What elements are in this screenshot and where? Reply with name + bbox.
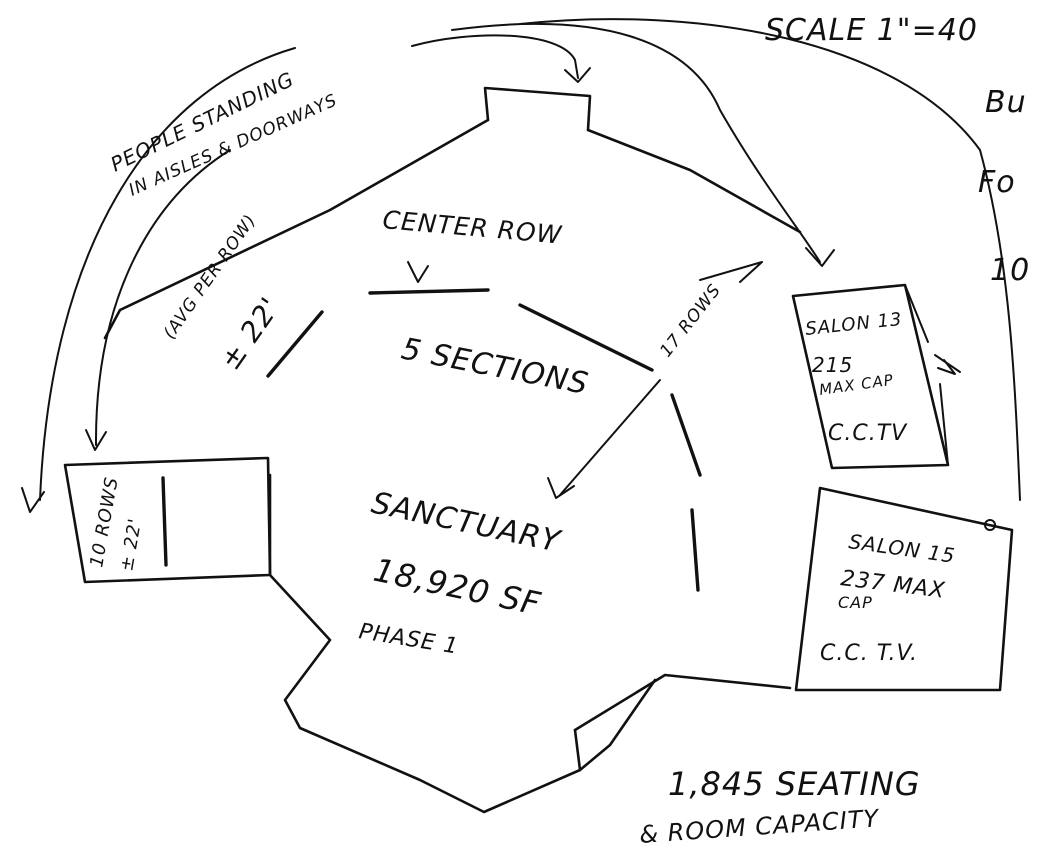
center-row-label: CENTER ROW <box>381 205 563 250</box>
sanctuary-phase: PHASE 1 <box>357 619 460 659</box>
salon-13-name: SALON 13 <box>804 309 903 340</box>
sections-label: 5 SECTIONS <box>398 331 591 402</box>
salon-15-box <box>794 486 1014 692</box>
rows-note: 17 ROWS <box>656 280 725 361</box>
salon-13-box <box>791 283 950 470</box>
left-box-rows: 10 ROWS <box>86 475 123 569</box>
seating-capacity: 1,845 SEATING <box>668 765 921 803</box>
salon-15-name: SALON 15 <box>847 529 957 568</box>
left-seating-box <box>63 456 272 584</box>
salon-13-capacity: 215 <box>812 353 853 377</box>
salon-13-av: C.C.TV <box>828 421 908 446</box>
margin-note-1: Bu <box>985 85 1027 120</box>
interior-lines <box>266 261 702 592</box>
per-row-dimension: ± 22' <box>214 291 287 376</box>
sanctuary-outline <box>103 86 802 814</box>
sanctuary-area: 18,920 SF <box>370 551 544 623</box>
room-capacity: & ROOM CAPACITY <box>638 804 881 849</box>
left-box-dimension: ± 22' <box>116 516 146 572</box>
margin-note-2: Fo <box>978 165 1016 200</box>
salon-15-av: C.C. T.V. <box>820 641 918 666</box>
margin-note-3: 10 <box>990 253 1030 288</box>
salon-15-cap-label: CAP <box>838 593 873 612</box>
sanctuary-name: SANCTUARY <box>368 486 565 560</box>
scale-label: SCALE 1"=40 <box>765 13 978 48</box>
annotation-arrows <box>21 18 1021 513</box>
